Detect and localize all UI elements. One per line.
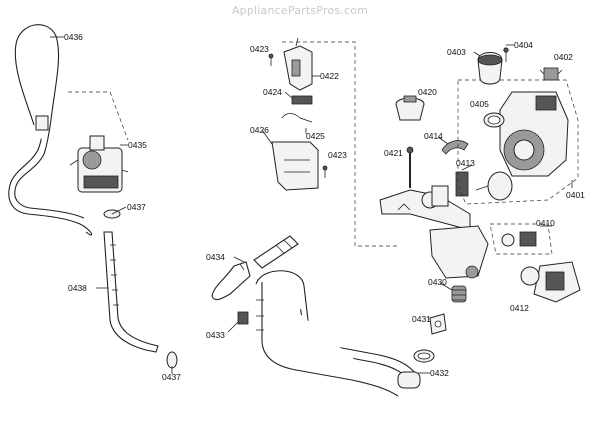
label-0410: 0410: [536, 218, 555, 228]
clamp-0437-lower[interactable]: [166, 351, 178, 374]
sensor-0424[interactable]: [291, 95, 313, 105]
label-0436: 0436: [64, 32, 83, 42]
clip-0425[interactable]: [281, 113, 313, 123]
label-0420: 0420: [418, 87, 437, 97]
label-0426: 0426: [250, 125, 269, 135]
clip-0402[interactable]: [539, 67, 563, 81]
valve-0413[interactable]: [455, 171, 469, 197]
drain-hose-0436[interactable]: [8, 24, 93, 236]
motor-group-outline: [457, 79, 579, 205]
cap-0420[interactable]: [395, 95, 425, 121]
long-hose-assembly[interactable]: [255, 270, 421, 397]
label-0421: 0421: [384, 148, 403, 158]
label-0412: 0412: [510, 303, 529, 313]
bracket-0426[interactable]: [271, 141, 319, 191]
filter-0430[interactable]: [451, 285, 467, 303]
label-0424: 0424: [263, 87, 282, 97]
rod-0421[interactable]: [406, 146, 414, 188]
clip-0431[interactable]: [429, 313, 447, 335]
label-0422: 0422: [320, 71, 339, 81]
clamp-0437-upper[interactable]: [103, 206, 127, 219]
hose-0434[interactable]: [211, 235, 299, 301]
label-0432: 0432: [430, 368, 449, 378]
label-0435: 0435: [128, 140, 147, 150]
label-0437-lower: 0437: [162, 372, 181, 382]
label-0413: 0413: [456, 158, 475, 168]
screw-0423-upper[interactable]: [268, 53, 274, 66]
label-0403: 0403: [447, 47, 466, 57]
pump-0435[interactable]: [68, 91, 129, 193]
label-0423-lower: 0423: [328, 150, 347, 160]
label-0405: 0405: [470, 99, 489, 109]
label-0431: 0431: [412, 314, 431, 324]
hose-0438[interactable]: [103, 231, 159, 353]
part-0412[interactable]: [520, 261, 581, 303]
watermark: AppliancePartsPros.com: [231, 4, 369, 17]
sump-housing[interactable]: [379, 185, 489, 279]
clip-0433[interactable]: [237, 311, 249, 325]
label-0430: 0430: [428, 277, 447, 287]
cap-0403[interactable]: [477, 52, 503, 85]
label-0438: 0438: [68, 283, 87, 293]
screw-0404[interactable]: [503, 47, 509, 62]
label-0404: 0404: [514, 40, 533, 50]
clip-0414[interactable]: [441, 140, 469, 155]
part-0410[interactable]: [489, 223, 553, 255]
group-outline: [282, 41, 398, 247]
label-0437-upper: 0437: [127, 202, 146, 212]
motor-assembly-0401[interactable]: [475, 91, 569, 201]
screw-0423-lower[interactable]: [322, 165, 328, 178]
bracket-0422[interactable]: [283, 37, 313, 91]
label-0434: 0434: [206, 252, 225, 262]
label-0423-upper: 0423: [250, 44, 269, 54]
label-0401: 0401: [566, 190, 585, 200]
label-0433: 0433: [206, 330, 225, 340]
ring-0405[interactable]: [483, 112, 505, 128]
label-0414: 0414: [424, 131, 443, 141]
label-0425: 0425: [306, 131, 325, 141]
ring-0432[interactable]: [413, 349, 435, 363]
label-0402: 0402: [554, 52, 573, 62]
